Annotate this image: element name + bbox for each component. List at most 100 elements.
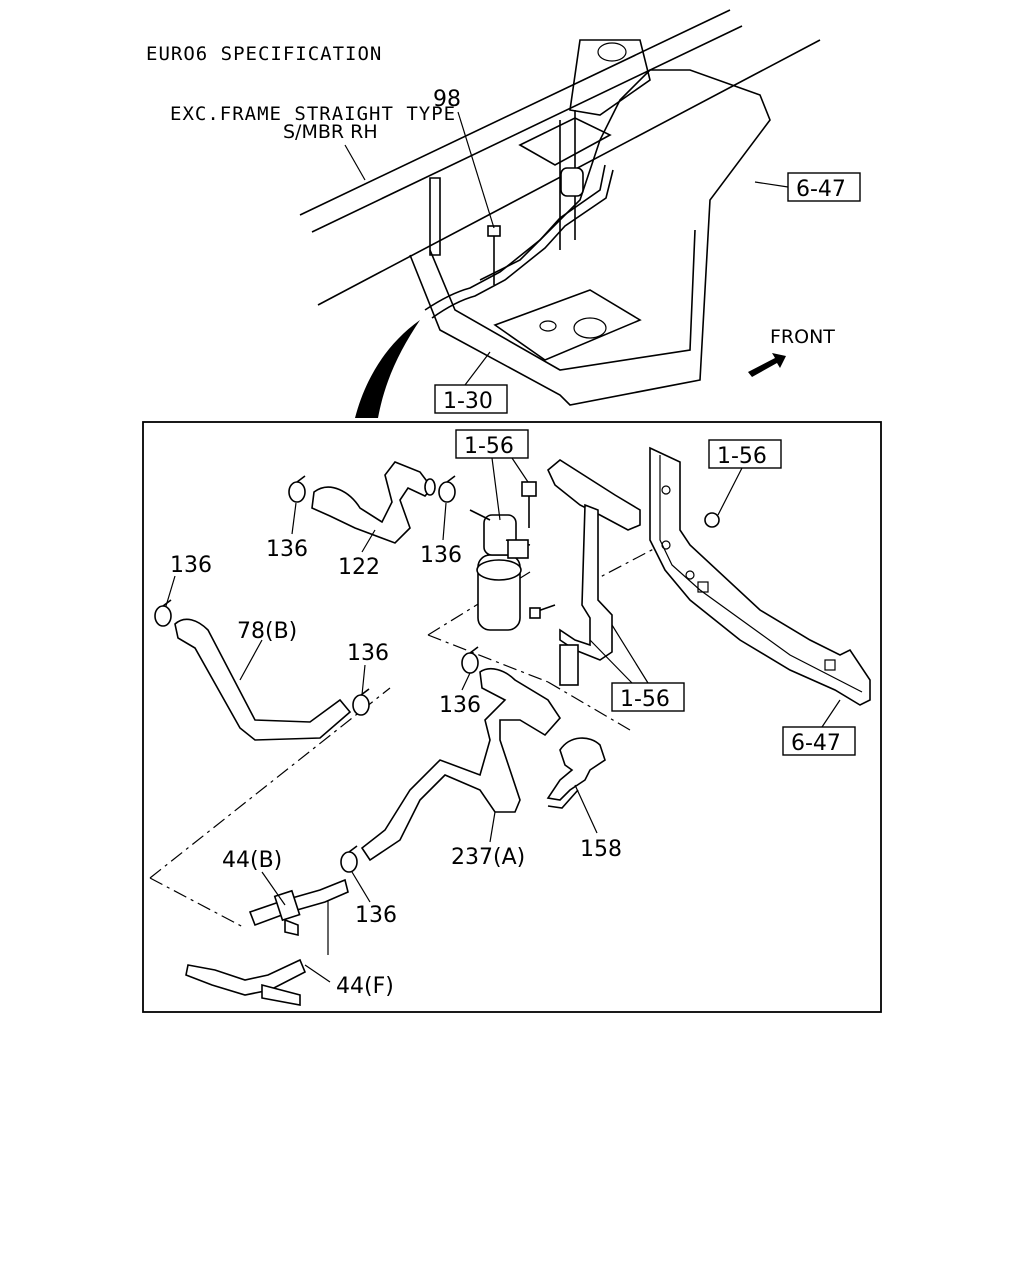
hose-78b [174,618,352,741]
frame-hole-2 [661,540,671,550]
label-136-a: 136 [266,537,308,562]
leader-136-a [291,502,297,535]
label-136-e: 136 [439,693,481,718]
ref-6-47-detail[interactable]: 6-47 [791,731,841,756]
dryer-bracket-top [547,459,641,531]
detail-view: 1-56 1-56 1-56 6-47 136 136 136 136 136 … [149,429,871,1006]
crossmember-outline [409,69,771,406]
ref-box-1-56-top[interactable] [455,429,529,459]
leader-44b [261,871,286,906]
front-label: FRONT [770,326,835,348]
leader-smbr [344,144,366,181]
leader-136-b [442,502,447,541]
frame-side-member-edge [659,455,863,693]
hose-237a [360,668,562,862]
side-member-rail-top-inner [311,25,743,233]
ref-box-6-47-detail[interactable] [782,726,856,756]
hose-122 [311,461,434,544]
floor-plate [493,289,642,361]
leader-1-30 [464,351,491,386]
clamp-136-b [438,475,456,503]
label-136-f: 136 [355,903,397,928]
leader-1-56-top [491,457,529,521]
label-smbr-rh: S/MBR RH [283,121,378,143]
frame-hole-3 [685,570,695,580]
frame-hole-1 [661,485,671,495]
floor-plate-hole-1 [573,317,607,339]
label-136-b: 136 [420,543,462,568]
clamp-136-d [352,688,370,716]
axis-line-1 [149,687,391,879]
leader-1-56-lower [589,624,649,684]
vertical-bracket [429,177,441,256]
ref-1-56-right[interactable]: 1-56 [717,444,767,469]
ref-1-30[interactable]: 1-30 [443,389,493,414]
crossmember-inner [429,229,696,371]
label-122: 122 [338,555,380,580]
dryer-bracket-arm [559,503,613,661]
clamp-136-c [154,599,172,627]
ref-1-56-lower[interactable]: 1-56 [620,687,670,712]
label-136-d: 136 [347,641,389,666]
leader-158 [574,784,598,834]
axis-line-6 [584,542,666,586]
leader-136-d [361,664,366,696]
hose-route-top [424,164,606,311]
leader-122 [361,529,376,553]
leader-237a [489,811,496,843]
leader-44f [304,900,331,983]
label-98: 98 [433,87,461,112]
clamp-136-e [461,646,479,674]
clamp-136-f [340,845,358,873]
leader-78b [239,639,263,681]
mount-tower [569,39,651,116]
clamp-136-a [288,475,306,503]
frame-slot-2 [824,659,836,671]
bolt-1-56 [521,481,537,528]
frame-side-member [649,446,871,706]
axis-line-5 [547,681,631,731]
leader-136-c [165,575,176,607]
pipe-44b [248,878,349,937]
diagram-header: EURO6 SPECIFICATION EXC.FRAME STRAIGHT T… [146,4,456,144]
ref-box-1-30[interactable] [434,384,508,414]
detail-frame [142,421,882,1013]
clip-158 [546,737,606,809]
ref-box-6-47-upper[interactable] [787,172,861,202]
front-arrow-icon [748,353,786,377]
ref-box-1-56-lower[interactable] [611,682,685,712]
leader-136-f [351,871,371,903]
mount-plate [518,117,612,166]
leader-136-e [461,672,471,691]
nut-1-56 [704,512,720,528]
spec-title: EURO6 SPECIFICATION [146,43,383,65]
axis-line-4 [427,634,549,683]
pipe-44f [185,958,307,1006]
detail-callout-arrow [355,320,420,418]
ref-6-47-upper[interactable]: 6-47 [796,177,846,202]
hose-122-end [424,478,436,496]
side-member-rail-top [299,9,731,216]
leader-1-56-right [717,467,743,516]
floor-plate-hole-2 [539,320,557,332]
frame-slot [697,581,709,593]
label-237a: 237(A) [451,845,525,870]
label-78b: 78(B) [237,619,297,644]
receiver-dryer-small [560,167,584,197]
hose-route-bottom [431,169,614,319]
spec-subtitle: EXC.FRAME STRAIGHT TYPE [170,103,457,125]
bracket-bolt-head [529,607,541,619]
label-44f: 44(F) [336,974,394,999]
ref-box-1-56-right[interactable] [708,439,782,469]
label-44b: 44(B) [222,848,282,873]
receiver-dryer [469,509,531,631]
leader-6-47-detail [821,699,841,728]
axis-line-2 [149,877,246,929]
leader-98 [457,111,495,229]
dryer-bracket-foot [559,644,579,686]
leader-6-47-upper [754,181,789,188]
mount-hole [597,42,627,62]
ref-1-56-top[interactable]: 1-56 [464,434,514,459]
upper-overview: 98 S/MBR RH 6-47 1-30 FRONT [283,9,861,418]
